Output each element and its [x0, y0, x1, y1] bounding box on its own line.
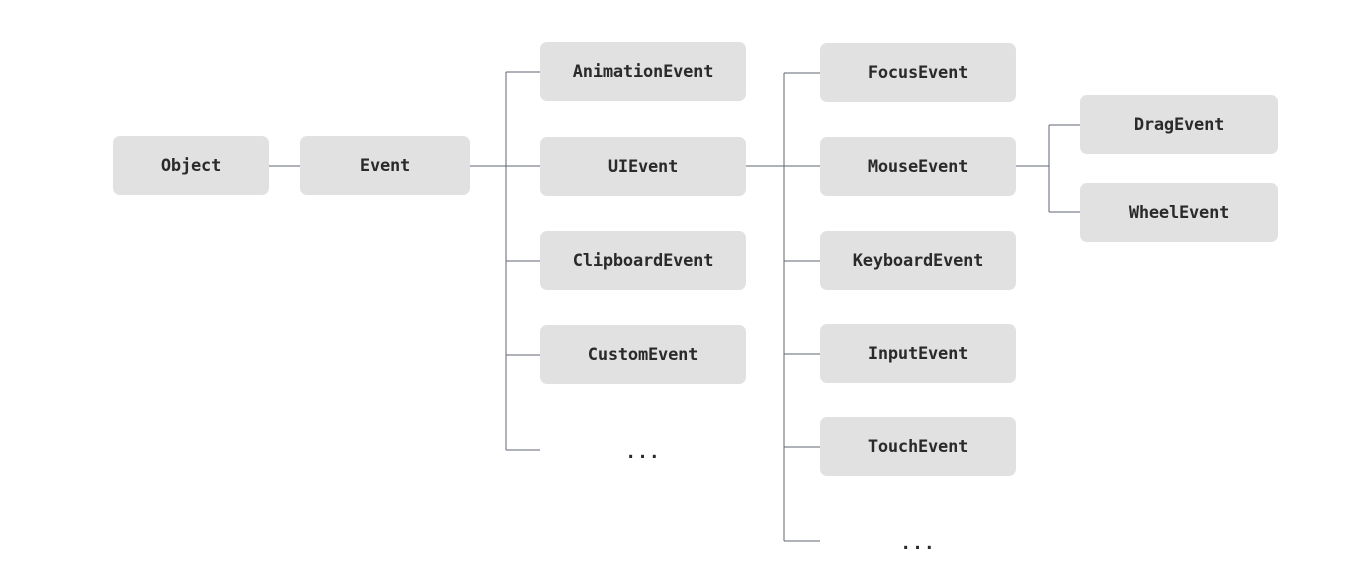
- event-children-ellipsis: ...: [625, 441, 661, 463]
- node-keyboardevent: KeyboardEvent: [820, 231, 1016, 290]
- node-event: Event: [300, 136, 470, 195]
- node-clipboardevent: ClipboardEvent: [540, 231, 746, 290]
- node-animationevent: AnimationEvent: [540, 42, 746, 101]
- node-touchevent: TouchEvent: [820, 417, 1016, 476]
- node-inputevent: InputEvent: [820, 324, 1016, 383]
- uievent-children-ellipsis: ...: [900, 532, 936, 554]
- node-object: Object: [113, 136, 269, 195]
- node-uievent: UIEvent: [540, 137, 746, 196]
- node-customevent: CustomEvent: [540, 325, 746, 384]
- node-mouseevent: MouseEvent: [820, 137, 1016, 196]
- node-wheelevent: WheelEvent: [1080, 183, 1278, 242]
- node-dragevent: DragEvent: [1080, 95, 1278, 154]
- node-focusevent: FocusEvent: [820, 43, 1016, 102]
